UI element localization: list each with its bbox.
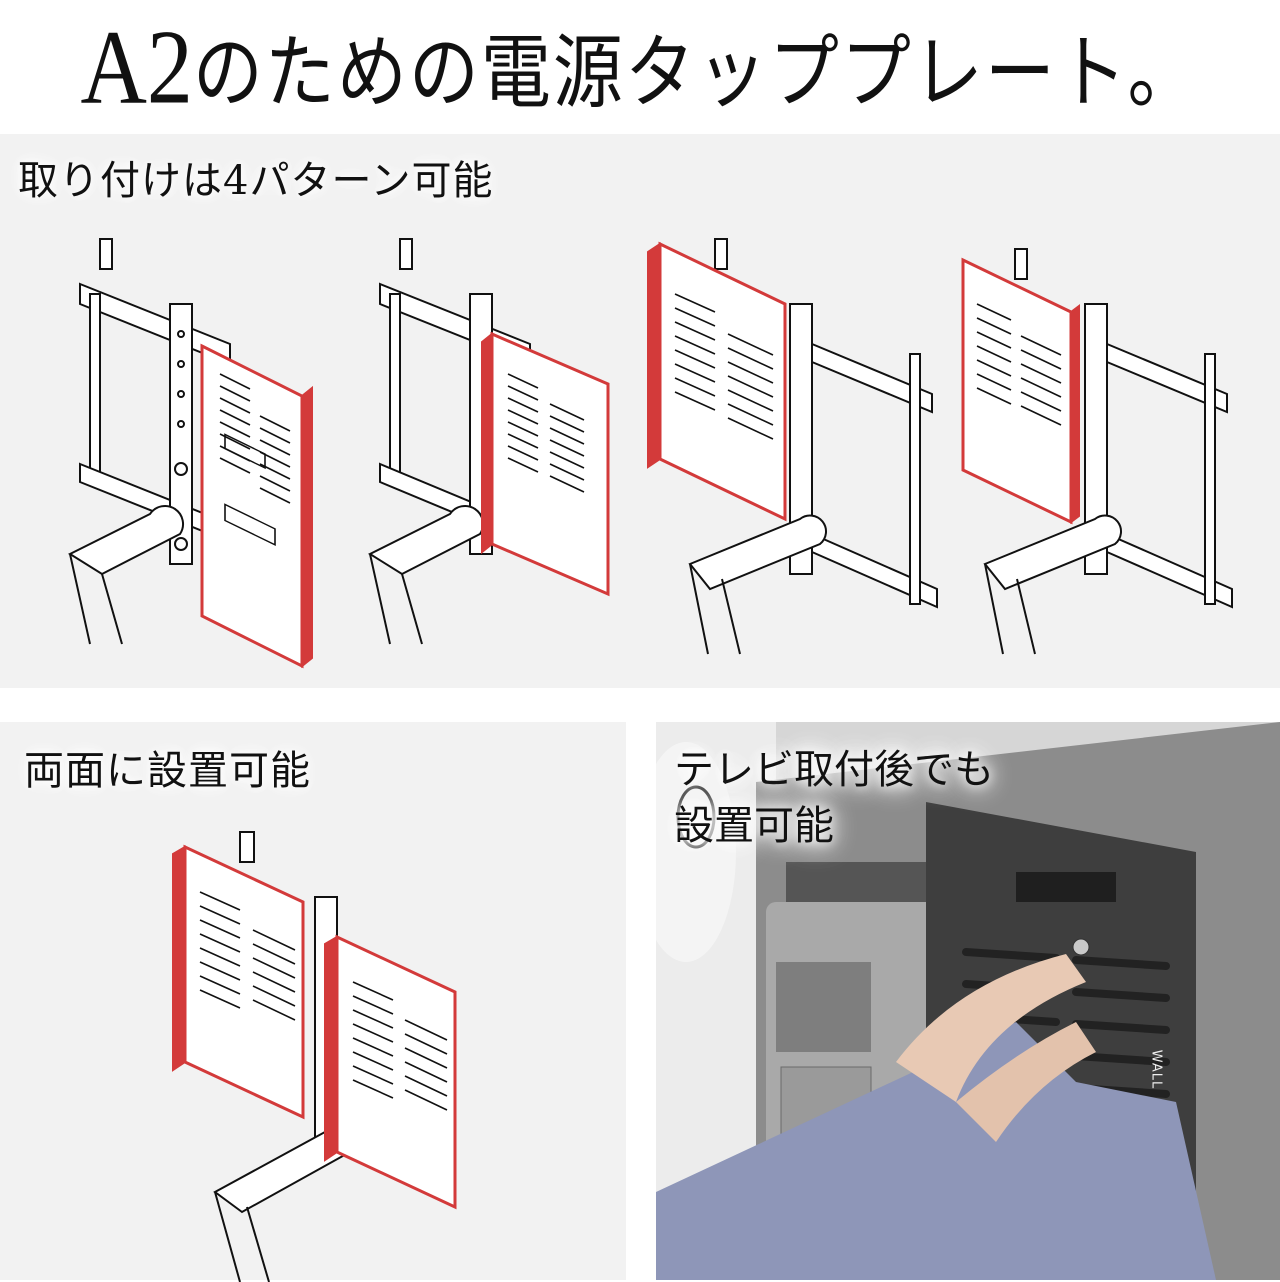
headline-model: A2	[80, 7, 193, 126]
mounting-patterns-title: 取り付けは4パターン可能	[18, 158, 494, 204]
mounting-diagram-2	[367, 238, 610, 645]
mounting-diagram-1	[67, 238, 313, 669]
both-sides-diagram	[172, 831, 457, 1282]
mounting-patterns-panel: 取り付けは4パターン可能	[0, 134, 1280, 688]
installed-photo-caption: テレビ取付後でも 設置可能	[674, 742, 994, 854]
caption-line-2: 設置可能	[674, 803, 834, 849]
headline-text: のための電源タッププレート。	[192, 30, 1200, 119]
mounting-diagram-4	[961, 248, 1233, 655]
headline: A2 のための電源タッププレート。	[0, 0, 1280, 133]
both-sides-panel: 両面に設置可能	[0, 722, 626, 1282]
caption-line-1: テレビ取付後でも	[674, 747, 994, 793]
both-sides-title: 両面に設置可能	[24, 748, 311, 794]
tv-back-photo	[656, 722, 1280, 1280]
mounting-diagram-3	[647, 238, 938, 655]
installed-photo-panel: テレビ取付後でも 設置可能 WALL	[656, 722, 1280, 1280]
wall-logo: WALL	[1148, 1049, 1164, 1090]
